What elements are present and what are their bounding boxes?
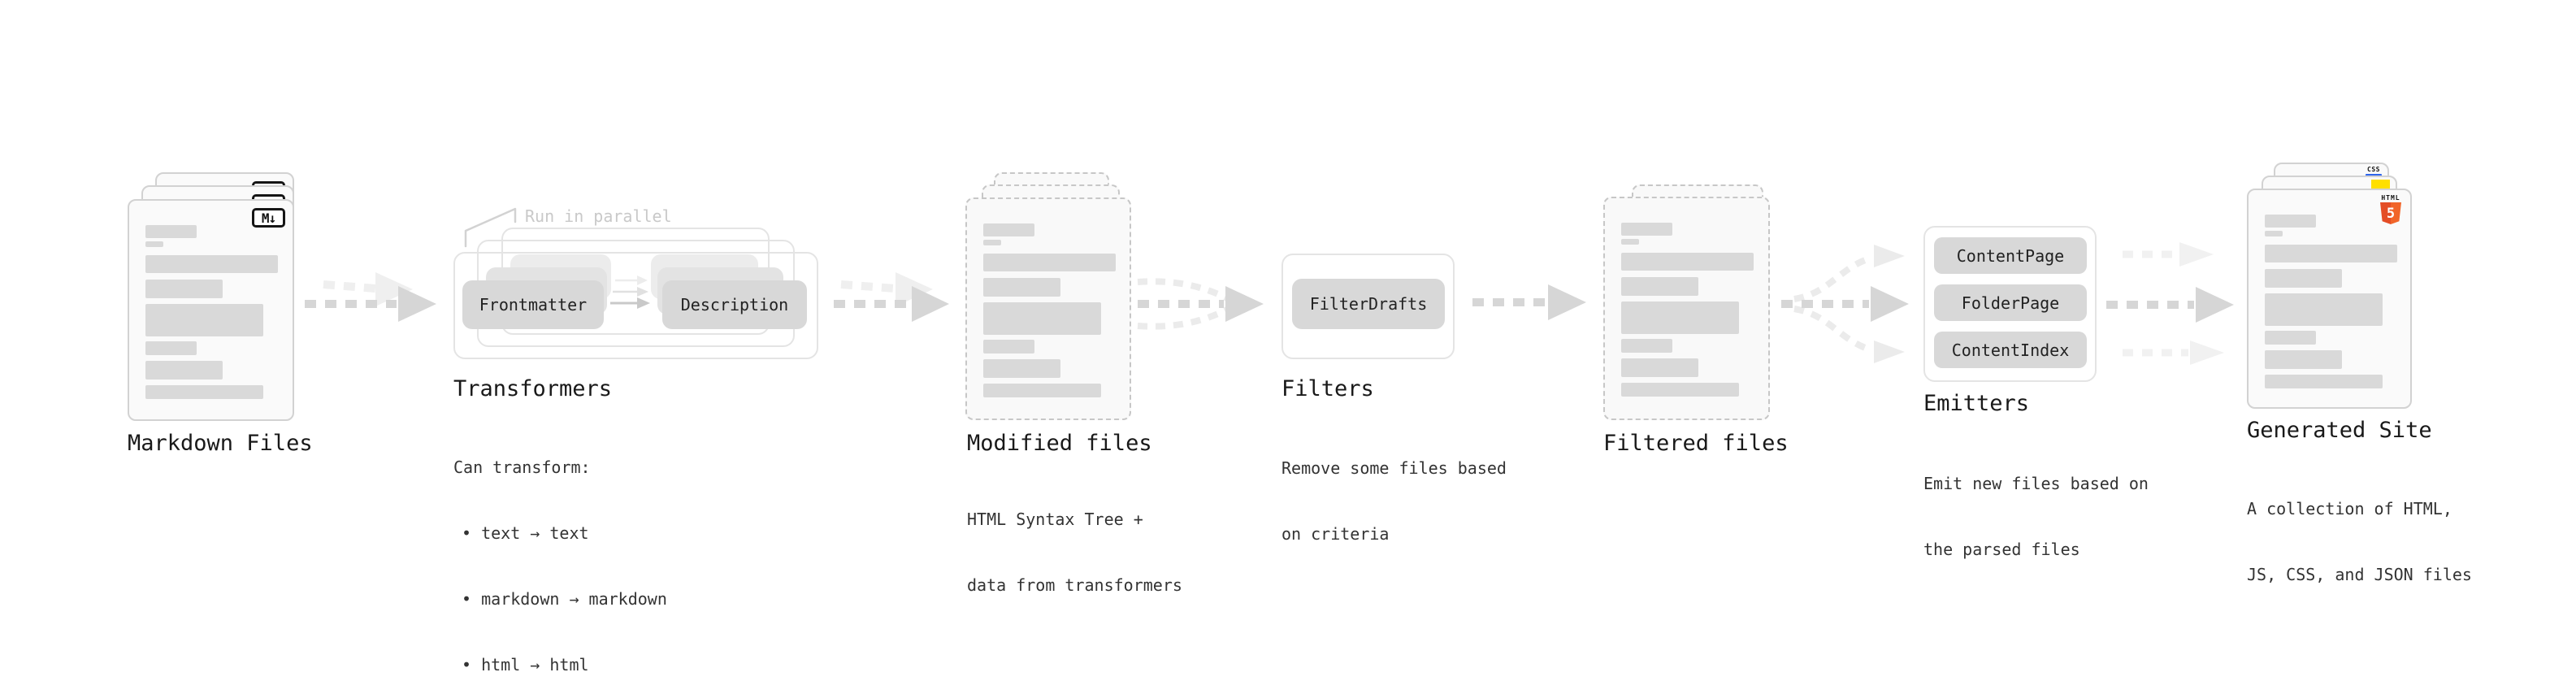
- doc-line-placeholder: [145, 255, 278, 273]
- modified-files-description: HTML Syntax Tree + data from transformer…: [967, 465, 1182, 640]
- filters-description: Remove some files based on criteria: [1281, 414, 1507, 589]
- emitters-description: Emit new files based on the parsed files: [1923, 429, 2149, 605]
- emitters-desc-line: the parsed files: [1923, 540, 2080, 559]
- folderpage-pill: FolderPage: [1934, 284, 2087, 321]
- doc-line-placeholder: [1621, 253, 1754, 271]
- markdown-file-card-front: M↓: [128, 199, 294, 421]
- transformers-bullet: • markdown → markdown: [462, 589, 667, 609]
- doc-line-placeholder: [1621, 339, 1672, 353]
- doc-line-placeholder: [983, 384, 1101, 397]
- doc-line-placeholder: [1621, 223, 1672, 236]
- stage-label-filters: Filters: [1281, 376, 1374, 401]
- doc-line-placeholder: [2265, 350, 2342, 369]
- doc-line-placeholder: [1621, 301, 1739, 334]
- doc-line-placeholder: [145, 304, 263, 336]
- doc-line-placeholder: [145, 361, 223, 380]
- doc-line-placeholder: [1621, 239, 1639, 245]
- html5-icon: HTML 5: [2380, 194, 2401, 224]
- doc-line-placeholder: [145, 225, 197, 238]
- arrow-transformers-to-modified: [834, 272, 949, 322]
- doc-line-placeholder: [983, 359, 1060, 378]
- filtered-file-card-front: [1603, 197, 1770, 420]
- generated-desc-line: A collection of HTML,: [2247, 499, 2452, 518]
- arrow-modified-to-filters-merge: [1137, 278, 1264, 330]
- frontmatter-pill: Frontmatter: [462, 280, 604, 329]
- stage-label-generated-site: Generated Site: [2247, 418, 2432, 443]
- transformer-layer-box-front: [453, 252, 818, 359]
- doc-line-placeholder: [2265, 331, 2316, 345]
- generated-file-card-front: HTML 5: [2247, 189, 2412, 409]
- modified-desc-line: data from transformers: [967, 575, 1182, 595]
- generated-desc-line: JS, CSS, and JSON files: [2247, 565, 2472, 584]
- doc-line-placeholder: [983, 278, 1060, 297]
- contentpage-pill: ContentPage: [1934, 237, 2087, 274]
- generated-site-description: A collection of HTML, JS, CSS, and JSON …: [2247, 454, 2472, 630]
- modified-file-card-front: [965, 197, 1131, 420]
- stage-label-transformers: Transformers: [453, 376, 613, 401]
- modified-desc-line: HTML Syntax Tree +: [967, 510, 1143, 529]
- arrow-filters-to-filtered: [1472, 284, 1586, 320]
- html5-icon-word: HTML: [2381, 194, 2400, 202]
- doc-line-placeholder: [2265, 269, 2342, 288]
- description-pill: Description: [662, 280, 807, 329]
- filterdrafts-pill: FilterDrafts: [1292, 279, 1445, 329]
- doc-placeholder-lines: [983, 223, 1116, 397]
- doc-line-placeholder: [145, 385, 263, 399]
- arrow-emitters-to-generated: [2106, 242, 2234, 365]
- doc-line-placeholder: [2265, 215, 2316, 228]
- run-in-parallel-note: Run in parallel: [525, 206, 672, 226]
- doc-line-placeholder: [983, 254, 1116, 271]
- doc-line-placeholder: [2265, 293, 2383, 326]
- doc-placeholder-lines: [1621, 223, 1754, 397]
- html5-icon-shield: 5: [2380, 202, 2401, 224]
- emitters-desc-line: Emit new files based on: [1923, 474, 2149, 493]
- stage-label-emitters: Emitters: [1923, 391, 2030, 416]
- doc-line-placeholder: [145, 341, 197, 355]
- doc-line-placeholder: [145, 280, 223, 298]
- doc-placeholder-lines: [2265, 215, 2397, 388]
- markdown-icon-label: M↓: [261, 210, 276, 226]
- css-icon-label: CSS: [2367, 166, 2380, 173]
- doc-line-placeholder: [2265, 245, 2397, 262]
- doc-line-placeholder: [983, 302, 1101, 335]
- stage-label-modified-files: Modified files: [967, 431, 1152, 456]
- js-file-icon: [2371, 180, 2390, 190]
- doc-line-placeholder: [2265, 231, 2283, 236]
- doc-placeholder-lines: [145, 225, 278, 399]
- doc-line-placeholder: [983, 223, 1034, 236]
- doc-line-placeholder: [2265, 375, 2383, 388]
- stage-label-markdown-files: Markdown Files: [128, 431, 313, 456]
- doc-line-placeholder: [1621, 277, 1698, 296]
- transformers-desc-heading: Can transform:: [453, 458, 591, 477]
- arrow-filtered-to-emitters-split: [1781, 245, 1909, 363]
- arrow-markdown-to-transformers: [305, 272, 436, 322]
- contentindex-pill: ContentIndex: [1934, 332, 2087, 368]
- transformers-bullet: • html → html: [462, 655, 589, 674]
- markdown-icon: M↓: [252, 208, 285, 228]
- transformers-bullet: • text → text: [462, 523, 589, 543]
- doc-line-placeholder: [145, 241, 163, 247]
- doc-line-placeholder: [1621, 383, 1739, 397]
- stage-label-filtered-files: Filtered files: [1603, 431, 1789, 456]
- doc-line-placeholder: [1621, 358, 1698, 377]
- filters-desc-line: on criteria: [1281, 524, 1390, 544]
- doc-line-placeholder: [983, 340, 1034, 354]
- html5-icon-number: 5: [2386, 205, 2396, 222]
- transformers-description: Can transform: • text → text • markdown …: [453, 413, 667, 681]
- filters-desc-line: Remove some files based: [1281, 458, 1507, 478]
- doc-line-placeholder: [983, 240, 1001, 245]
